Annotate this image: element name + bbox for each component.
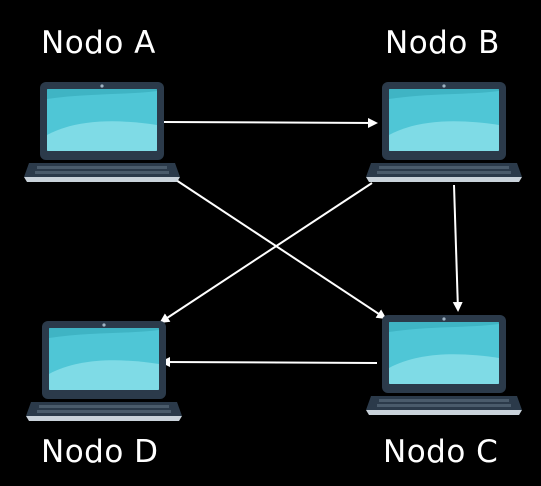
laptop-icon-nodo-a: [24, 82, 180, 182]
laptop-icon-nodo-c: [366, 315, 522, 415]
node-label-c: Nodo C: [383, 434, 499, 470]
edge-b-d: [159, 182, 373, 324]
node-label-a: Nodo A: [41, 25, 156, 61]
node-label-d: Nodo D: [41, 434, 159, 470]
laptop-icon-nodo-b: [366, 82, 522, 182]
edge-c-d: [160, 357, 378, 368]
laptop-icon-nodo-d: [26, 321, 182, 421]
edge-b-c: [452, 184, 463, 312]
edge-a-c: [175, 179, 387, 320]
edges: [159, 117, 463, 368]
node-label-b: Nodo B: [385, 25, 500, 61]
edge-a-b: [161, 117, 378, 128]
